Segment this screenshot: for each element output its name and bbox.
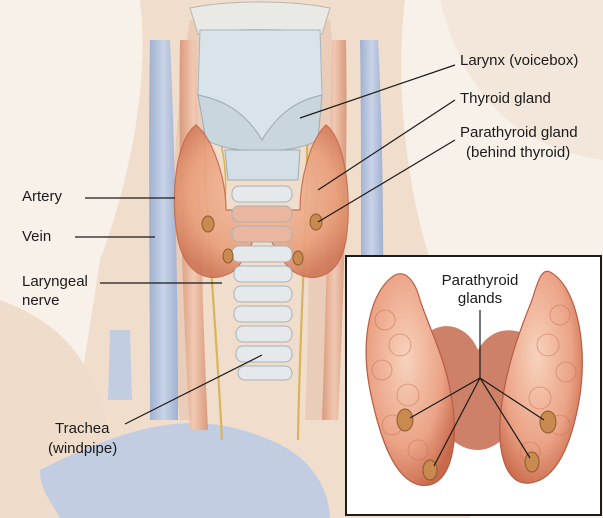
inset-label-glands: glands — [420, 290, 540, 308]
label-larynx: Larynx (voicebox) — [460, 52, 578, 70]
inset-parathyroid-3 — [540, 411, 556, 433]
label-parathyroid-gland: Parathyroid gland — [460, 124, 578, 142]
parathyroid-left — [202, 216, 214, 232]
cricoid — [225, 150, 300, 180]
vein-branch — [108, 330, 132, 400]
inset-parathyroid-1 — [397, 409, 413, 431]
label-artery: Artery — [22, 188, 62, 206]
label-trachea: Trachea — [55, 420, 109, 438]
label-laryngeal: Laryngeal — [22, 273, 88, 291]
inset-label-parathyroid: Parathyroid — [420, 272, 540, 290]
label-windpipe: (windpipe) — [48, 440, 117, 458]
label-nerve: nerve — [22, 292, 60, 310]
label-parathyroid-note: (behind thyroid) — [466, 144, 570, 162]
label-vein: Vein — [22, 228, 51, 246]
hyoid-bone — [190, 2, 330, 34]
parathyroid-right — [310, 214, 322, 230]
inset-parathyroid-4 — [525, 452, 539, 472]
label-thyroid-gland: Thyroid gland — [460, 90, 551, 108]
